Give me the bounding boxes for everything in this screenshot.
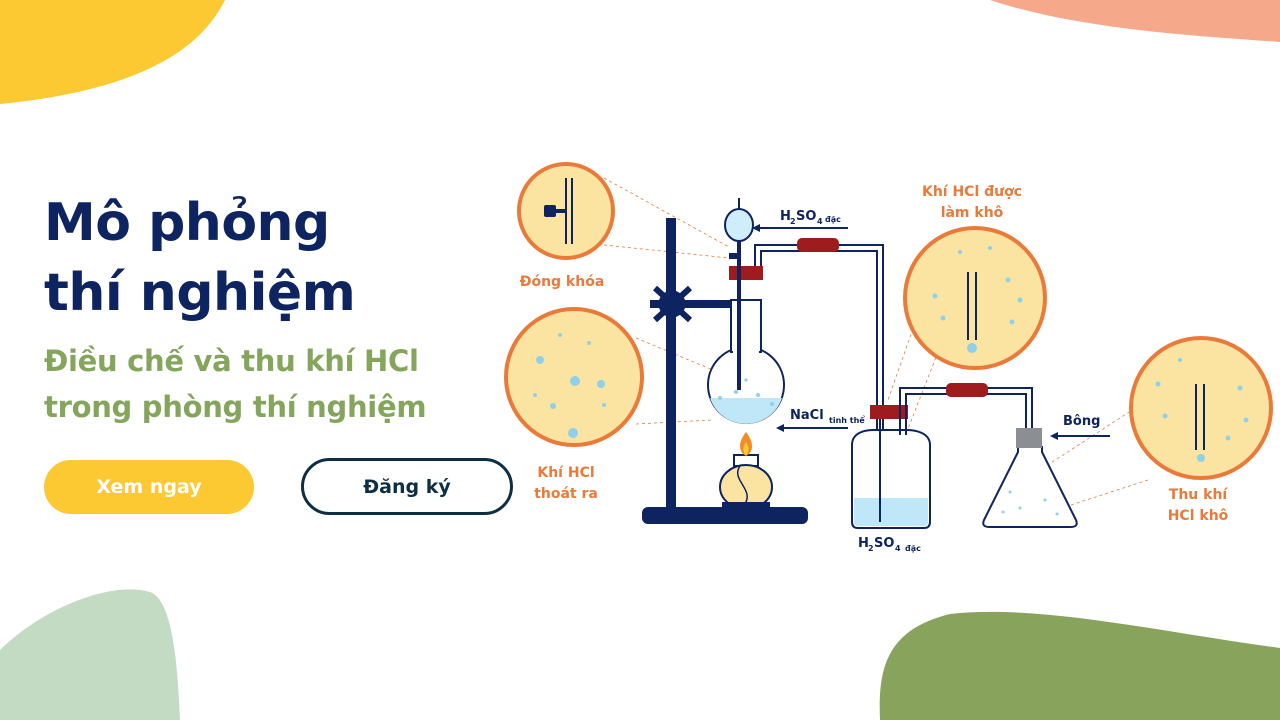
svg-text:đặc: đặc (825, 215, 841, 224)
subtitle-line-2: trong phòng thí nghiệm (44, 390, 427, 424)
label-cotton: Bông (1063, 414, 1100, 429)
svg-text:H: H (858, 536, 869, 551)
salmon-blob-shape (990, 0, 1280, 42)
svg-text:2: 2 (868, 544, 874, 553)
title-line-1: Mô phỏng (44, 193, 330, 253)
label-h2so4-funnel: H 2 SO 4 đặc (780, 209, 841, 226)
label-collect-gas-2: HCl khô (1168, 508, 1229, 524)
view-now-button[interactable]: Xem ngay (44, 460, 254, 514)
wash-bottle (851, 395, 931, 529)
label-nacl: NaCl tinh thể (790, 408, 865, 425)
title-line-2: thí nghiệm (44, 263, 356, 323)
zoom-valve-circle (517, 162, 615, 260)
label-dried-gas-1: Khí HCl được (922, 184, 1022, 200)
mint-blob-shape (0, 589, 180, 720)
svg-text:NaCl: NaCl (790, 408, 824, 423)
svg-text:2: 2 (790, 217, 796, 226)
arrow-icon (776, 424, 848, 432)
zoom-dried-gas-circle (903, 226, 1047, 370)
olive-blob-shape (879, 611, 1280, 720)
label-dried-gas-2: làm khô (941, 205, 1004, 221)
svg-text:H: H (780, 209, 791, 224)
svg-text:4: 4 (817, 217, 823, 226)
svg-text:tinh thể: tinh thể (829, 414, 865, 425)
arrow-icon (1050, 432, 1110, 440)
dropping-funnel (724, 198, 754, 266)
round-flask (707, 260, 785, 424)
svg-text:4: 4 (895, 544, 901, 553)
rubber-connector-1 (797, 238, 839, 252)
label-collect-gas-1: Thu khí (1169, 487, 1229, 503)
svg-text:SO: SO (874, 536, 894, 551)
conical-flask (982, 428, 1078, 528)
flame-icon (740, 432, 752, 456)
arrow-icon (752, 224, 848, 232)
zoom-collected-gas-circle (1129, 336, 1273, 480)
register-button[interactable]: Đăng ký (301, 458, 513, 515)
label-h2so4-bottle: H 2 SO 4 đặc (858, 536, 921, 553)
retort-stand (642, 218, 808, 524)
rubber-connector-2 (946, 383, 988, 397)
zoom-gas-escape-circle (504, 307, 644, 447)
label-gas-escape-2: thoát ra (534, 486, 598, 502)
subtitle-line-1: Điều chế và thu khí HCl (44, 344, 419, 378)
label-close-valve: Đóng khóa (520, 274, 605, 290)
page-subtitle: Điều chế và thu khí HCl trong phòng thí … (44, 338, 427, 430)
label-gas-escape-1: Khí HCl (537, 465, 594, 481)
alcohol-burner (719, 454, 773, 510)
yellow-blob-shape (0, 0, 225, 104)
svg-text:đặc: đặc (905, 544, 921, 553)
svg-text:SO: SO (796, 209, 816, 224)
page-title: Mô phỏng thí nghiệm (44, 188, 356, 328)
